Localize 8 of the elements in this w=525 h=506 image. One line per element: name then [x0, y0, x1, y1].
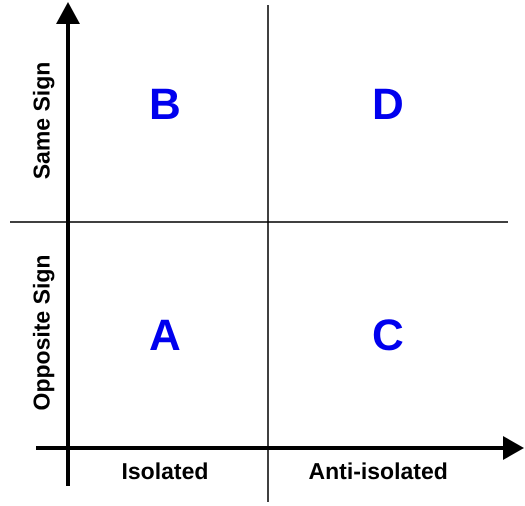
- quadrant-letter: A: [149, 314, 181, 358]
- axis-label: Opposite Sign: [30, 254, 54, 410]
- quadrant-letter: D: [372, 83, 404, 127]
- axis-label: Anti-isolated: [308, 460, 448, 482]
- axis-label: Isolated: [122, 460, 208, 482]
- axis-label: Same Sign: [30, 61, 54, 179]
- quadrant-letter: C: [372, 314, 404, 358]
- quadrant-letter: B: [149, 83, 181, 127]
